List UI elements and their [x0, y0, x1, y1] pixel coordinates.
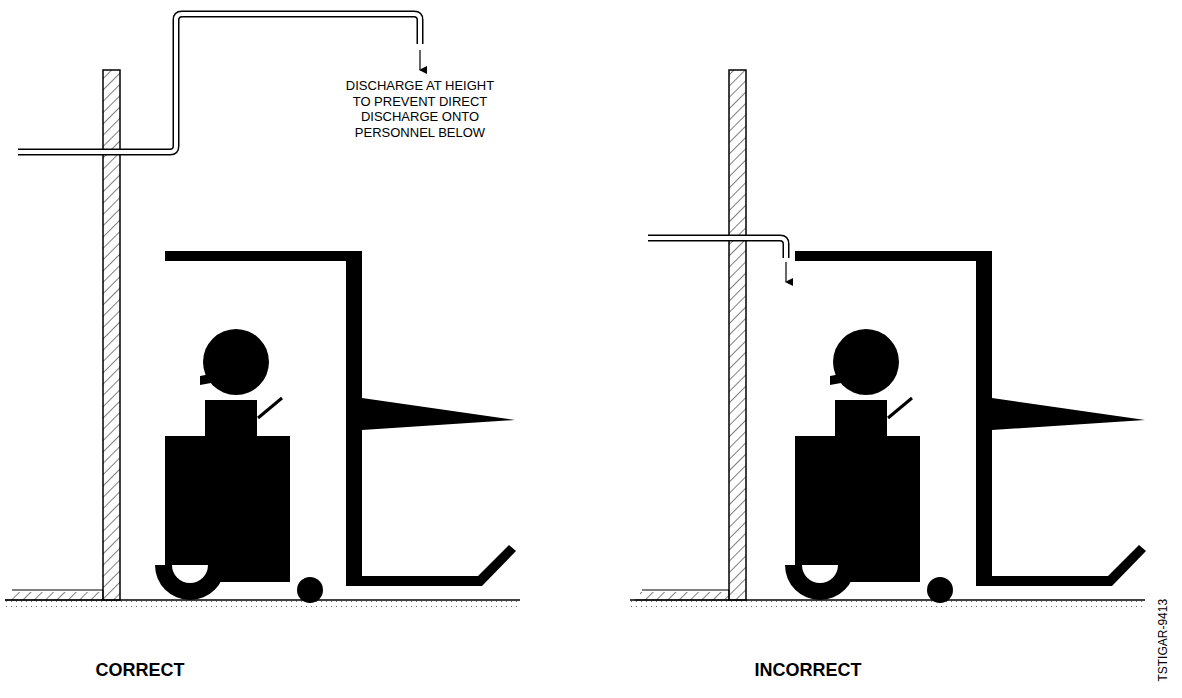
panel-caption: CORRECT	[40, 660, 240, 682]
panel-caption: INCORRECT	[698, 660, 918, 682]
drawing-number: TSTIGAR-9413	[1156, 599, 1170, 682]
note-text: DISCHARGE AT HEIGHT TO PREVENT DIRECT DI…	[340, 78, 500, 140]
